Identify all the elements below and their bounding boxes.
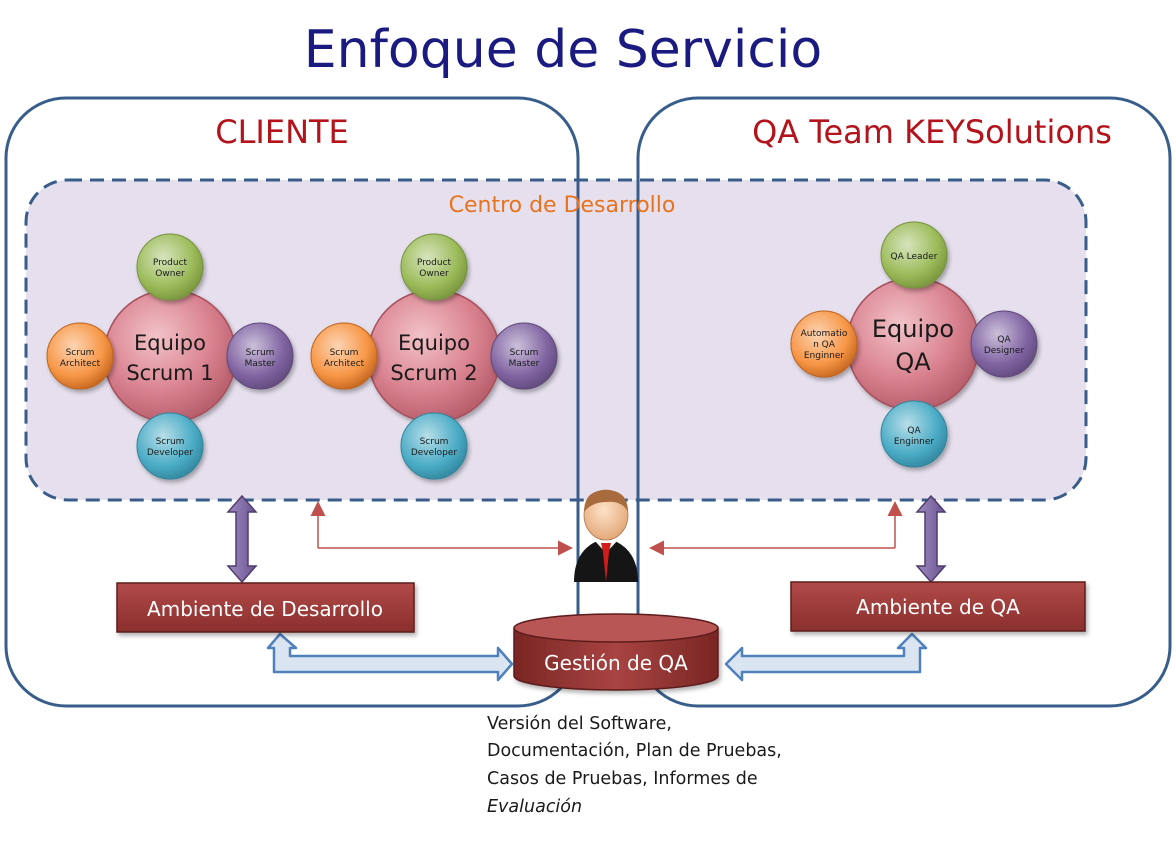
deliverables-line-1: Versión del Software, — [487, 714, 672, 734]
scrum2-top-label-line2: Owner — [419, 269, 449, 279]
qa-center-node — [846, 277, 980, 411]
dev-env-to-qa-mgmt-arrow — [266, 632, 514, 682]
scrum2-center-node — [367, 289, 501, 423]
client-label: CLIENTE — [215, 113, 349, 151]
qa-team-group — [636, 96, 1172, 708]
scrum2-left-node — [310, 322, 378, 390]
scrum1-right-label-line1: Scrum — [246, 348, 275, 358]
qa-right-node — [970, 310, 1038, 378]
scrum2-bottom-label-line1: Scrum — [420, 437, 449, 447]
scrum2-center-label-line1: Equipo — [398, 331, 470, 355]
scrum1-center-label-line1: Equipo — [134, 331, 206, 355]
dev-environment-label: Ambiente de Desarrollo — [147, 597, 383, 621]
qa-management-cylinder — [513, 613, 719, 691]
scrum2-top-node — [400, 233, 468, 301]
scrum1-center-label-line2: Scrum 1 — [126, 361, 213, 385]
scrum2-bottom-label-line2: Developer — [411, 448, 458, 458]
dev-env-double-arrow — [226, 494, 258, 584]
qa-left-node — [790, 310, 858, 378]
qa-right-label-line1: QA — [997, 335, 1011, 345]
qa-mgmt-to-qa-env-arrow — [724, 632, 928, 682]
qa-bottom-node — [880, 400, 948, 468]
scrum1-center-node — [103, 289, 237, 423]
qa-center-label-line1: Equipo — [872, 315, 954, 343]
scrum2-left-label-line2: Architect — [324, 359, 365, 369]
qa-env-double-arrow — [915, 494, 947, 584]
scrum2-center-label-line2: Scrum 2 — [390, 361, 477, 385]
qa-management-label: Gestión de QA — [544, 651, 688, 675]
qa-bottom-label-line1: QA — [907, 426, 921, 436]
qa-top-label-line1: QA Leader — [891, 252, 938, 262]
qa-top-node — [880, 221, 948, 289]
deliverables-line-3: Casos de Pruebas, Informes de — [487, 769, 758, 789]
scrum1-top-label-line1: Product — [153, 258, 188, 268]
qa-team-cluster: Equipo QA QA Leader Automatio n QA Engin… — [790, 221, 1038, 468]
scrum1-right-node — [226, 322, 294, 390]
scrum-team-2-cluster: Equipo Scrum 2 Product Owner Scrum Archi… — [310, 233, 558, 480]
qa-center-label-line2: QA — [895, 348, 931, 376]
scrum2-right-node — [490, 322, 558, 390]
dev-center-region — [24, 178, 1088, 502]
scrum2-right-label-line2: Master — [509, 359, 540, 369]
scrum2-top-label-line1: Product — [417, 258, 452, 268]
qa-environment-label: Ambiente de QA — [856, 595, 1020, 619]
qa-left-label-line2: n QA — [813, 340, 836, 350]
scrum2-right-label-line1: Scrum — [510, 348, 539, 358]
page-title: Enfoque de Servicio — [304, 20, 822, 80]
scrum1-bottom-label-line2: Developer — [147, 448, 194, 458]
qa-left-label-line1: Automatio — [801, 329, 848, 339]
qa-left-label-line3: Enginner — [804, 351, 845, 361]
qa-right-label-line2: Designer — [984, 346, 1025, 356]
manager-person-icon — [574, 489, 638, 582]
scrum1-left-label-line1: Scrum — [66, 348, 95, 358]
scrum1-top-node — [136, 233, 204, 301]
deliverables-line-2: Documentación, Plan de Pruebas, — [487, 741, 782, 761]
qa-environment-box — [790, 581, 1086, 632]
qa-team-label: QA Team KEYSolutions — [752, 113, 1112, 151]
scrum1-bottom-node — [136, 412, 204, 480]
deliverables-line-4: Evaluación — [487, 797, 582, 817]
dev-center-label: Centro de Desarrollo — [449, 193, 676, 218]
scrum1-top-label-line2: Owner — [155, 269, 185, 279]
scrum1-left-node — [46, 322, 114, 390]
qa-bottom-label-line2: Enginner — [894, 437, 935, 447]
scrum2-bottom-node — [400, 412, 468, 480]
scrum1-left-label-line2: Architect — [60, 359, 101, 369]
scrum1-right-label-line2: Master — [245, 359, 276, 369]
scrum2-left-label-line1: Scrum — [330, 348, 359, 358]
scrum-team-1-cluster: Equipo Scrum 1 Product Owner Scrum Archi… — [46, 233, 294, 480]
client-group — [4, 96, 580, 708]
dev-environment-box — [116, 582, 415, 633]
scrum1-bottom-label-line1: Scrum — [156, 437, 185, 447]
